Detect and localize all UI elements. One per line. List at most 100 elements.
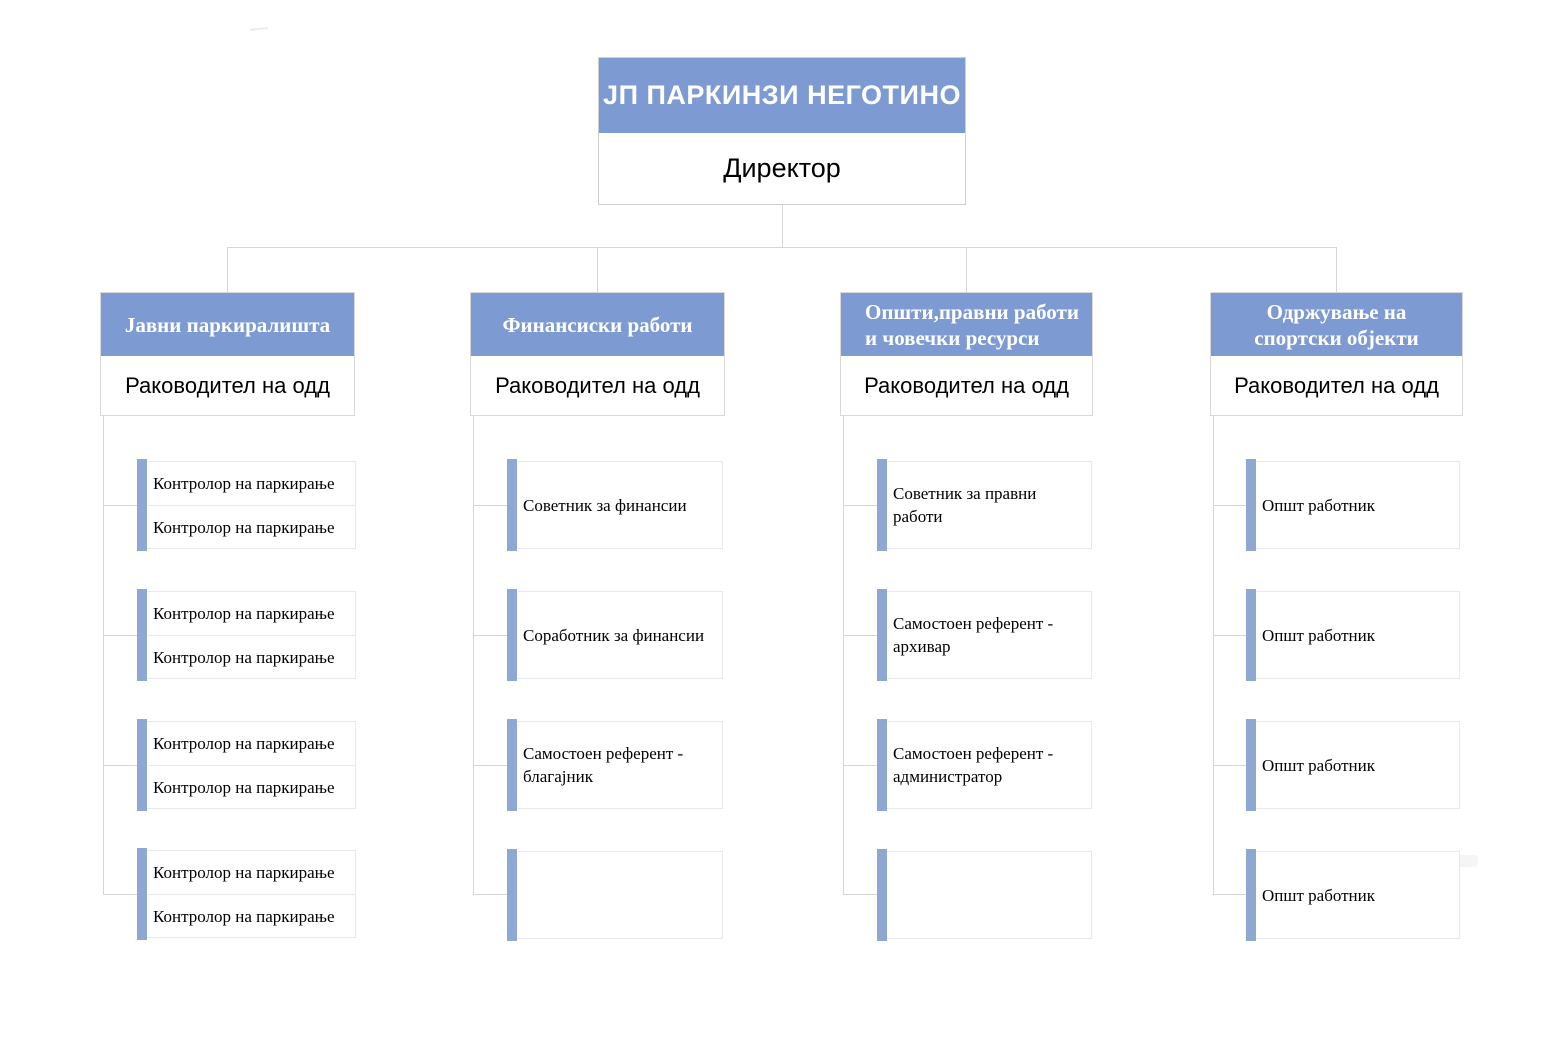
accent-bar (507, 849, 517, 941)
connector-branch-spine (843, 415, 844, 895)
child-label: Општ работник (1262, 625, 1375, 645)
child-label (518, 852, 722, 938)
connector-child-stub (473, 894, 507, 895)
connector-child-stub (473, 765, 507, 766)
connector-drop-2 (597, 247, 598, 292)
accent-bar (507, 459, 517, 551)
accent-bar (507, 589, 517, 681)
dept-title: Одржување на спортски објекти (1211, 293, 1462, 356)
dept-manager-label: Раководител на одд (1234, 372, 1439, 398)
connector-child-stub (843, 765, 877, 766)
director-label: Директор (723, 153, 841, 183)
accent-bar (877, 849, 887, 941)
dept-title-line: спортски објекти (1254, 325, 1419, 350)
child-label: Општ работник (1262, 755, 1375, 775)
root-node-director: ЈП ПАРКИНЗИ НЕГОТИНО Директор (598, 57, 966, 205)
child-label: Општ работник (1262, 885, 1375, 905)
accent-bar (507, 719, 517, 811)
child-node-pair: Контролор на паркирање Контролор на парк… (137, 459, 356, 551)
accent-bar (137, 848, 147, 940)
connector-branch-spine (103, 415, 104, 895)
connector-child-stub (1213, 635, 1246, 636)
child-node-pair: Контролор на паркирање Контролор на парк… (137, 848, 356, 940)
child-label: Контролор на паркирање (148, 851, 355, 895)
child-node: Самостоен референт - архивар (877, 589, 1092, 681)
dept-title-line: Одржување на (1266, 299, 1407, 324)
child-node-pair: Контролор на паркирање Контролор на парк… (137, 589, 356, 681)
accent-bar (877, 459, 887, 551)
dept-header-finansiski-raboti: Финансиски работи Раководител на одд (470, 292, 725, 416)
connector-child-stub (1213, 894, 1246, 895)
connector-branch-spine (1213, 415, 1214, 895)
accent-bar (1246, 719, 1256, 811)
connector-drop-3 (966, 247, 967, 292)
accent-bar (1246, 849, 1256, 941)
child-node-empty (877, 849, 1092, 941)
connector-child-stub (103, 894, 137, 895)
dept-header-javni-parkiralista: Јавни паркиралишта Раководител на одд (100, 292, 355, 416)
accent-bar (137, 719, 147, 811)
dept-title-line: и човечки ресурси (865, 325, 1040, 350)
accent-bar (877, 719, 887, 811)
child-node: Самостоен референт - благајник (507, 719, 723, 811)
child-label: Самостоен референт - администратор (893, 744, 1054, 786)
child-label: Самостоен референт - архивар (893, 614, 1054, 656)
connector-child-stub (843, 635, 877, 636)
accent-bar (137, 589, 147, 681)
connector-drop-4 (1336, 247, 1337, 292)
child-label: Контролор на паркирање (153, 778, 335, 797)
connector-child-stub (103, 505, 137, 506)
child-node: Самостоен референт - администратор (877, 719, 1092, 811)
child-node: Општ работник (1246, 589, 1460, 681)
child-label (888, 852, 1091, 938)
connector-child-stub (843, 894, 877, 895)
child-label: Контролор на паркирање (148, 462, 355, 506)
dept-title-line: Општи,правни работи (865, 299, 1079, 324)
dept-title-line: Финансиски работи (502, 312, 693, 337)
child-label: Советник за финансии (523, 495, 687, 515)
dept-title: Општи,правни работи и човечки ресурси (841, 293, 1092, 356)
child-node-pair: Контролор на паркирање Контролор на парк… (137, 719, 356, 811)
connector-drop-1 (227, 247, 228, 292)
child-label: Контролор на паркирање (153, 907, 335, 926)
child-node: Општ работник (1246, 459, 1460, 551)
scan-artifact (249, 27, 269, 31)
child-label: Контролор на паркирање (153, 518, 335, 537)
dept-header-opsti-pravni-raboti: Општи,правни работи и човечки ресурси Ра… (840, 292, 1093, 416)
child-label: Самостоен референт - благајник (523, 744, 684, 786)
accent-bar (1246, 589, 1256, 681)
connector-child-stub (1213, 765, 1246, 766)
accent-bar (1246, 459, 1256, 551)
child-label: Општ работник (1262, 495, 1375, 515)
child-label: Контролор на паркирање (148, 722, 355, 766)
child-node: Советник за финансии (507, 459, 723, 551)
dept-header-odrzuvanje-sportski-objekti: Одржување на спортски објекти Раководите… (1210, 292, 1463, 416)
child-label: Контролор на паркирање (153, 648, 335, 667)
accent-bar (137, 459, 147, 551)
child-node: Соработник за финансии (507, 589, 723, 681)
child-label: Советник за правни работи (893, 484, 1037, 526)
child-node: Советник за правни работи (877, 459, 1092, 551)
connector-child-stub (103, 635, 137, 636)
connector-root-stub (782, 205, 783, 247)
dept-manager-label: Раководител на одд (125, 372, 330, 398)
child-node-empty (507, 849, 723, 941)
connector-branch-spine (473, 415, 474, 895)
connector-rail (227, 247, 1337, 248)
accent-bar (877, 589, 887, 681)
child-label: Соработник за финансии (523, 625, 705, 645)
company-title: ЈП ПАРКИНЗИ НЕГОТИНО (599, 58, 965, 133)
child-node: Општ работник (1246, 719, 1460, 811)
child-node: Општ работник (1246, 849, 1460, 941)
connector-child-stub (473, 505, 507, 506)
dept-title-line: Јавни паркиралишта (124, 312, 331, 337)
dept-title: Јавни паркиралишта (101, 293, 354, 356)
child-label: Контролор на паркирање (148, 592, 355, 636)
dept-title: Финансиски работи (471, 293, 724, 356)
connector-child-stub (103, 765, 137, 766)
connector-child-stub (1213, 505, 1246, 506)
dept-manager-label: Раководител на одд (864, 372, 1069, 398)
dept-manager-label: Раководител на одд (495, 372, 700, 398)
connector-child-stub (843, 505, 877, 506)
